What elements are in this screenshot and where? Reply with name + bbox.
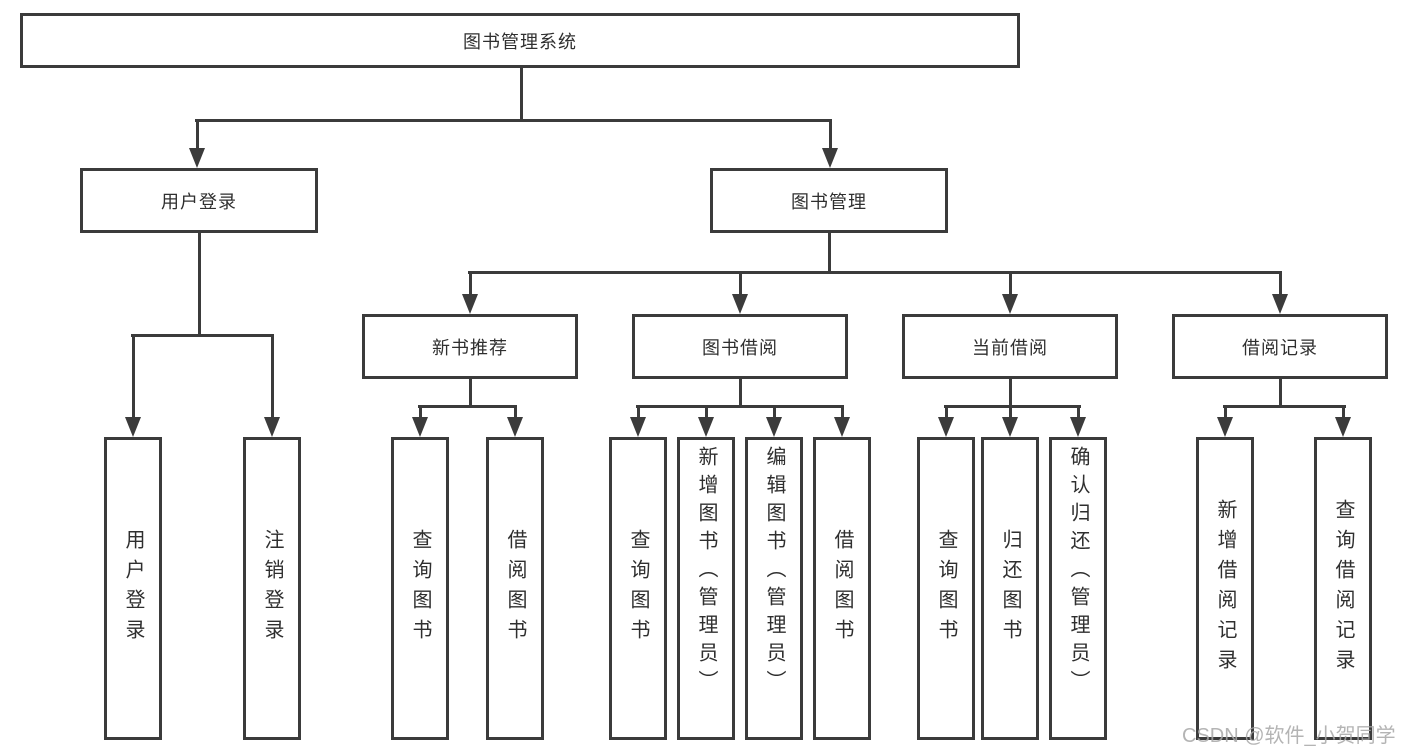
connector-line [132,334,135,422]
node-book-borrowing: 图书借阅 [632,314,848,379]
arrowhead-down [1002,417,1018,437]
node-label: 图书管理系统 [463,31,577,52]
arrowhead-down [507,417,523,437]
connector-line [469,379,472,408]
connector-line [705,405,708,421]
leaf-label: 查询图书 [935,528,957,649]
leaf-label: 确认归还（管理员） [1067,446,1089,698]
leaf-label: 用户登录 [122,528,144,649]
connector-line [739,379,742,408]
connector-line [1077,405,1080,421]
arrowhead-down [412,417,428,437]
arrowhead-down [766,417,782,437]
arrowhead-down [189,148,205,168]
node-user-login: 用户登录 [80,168,318,233]
leaf-label: 查询图书 [409,528,431,649]
connector-line [131,334,274,337]
leaf-edit-books-admin: 编辑图书（管理员） [745,437,803,740]
watermark: CSDN @软件_小贺同学 [1182,725,1396,747]
leaf-logout-login: 注销登录 [243,437,301,740]
arrowhead-down [125,417,141,437]
leaf-label: 借阅图书 [504,528,526,649]
leaf-label: 查询图书 [627,528,649,649]
connector-line [1279,271,1282,299]
connector-line [739,271,742,299]
connector-line [828,233,831,274]
arrowhead-down [1272,294,1288,314]
arrowhead-down [938,417,954,437]
connector-line [1223,405,1346,408]
leaf-label: 新增图书（管理员） [695,446,717,698]
connector-line [1009,405,1012,421]
node-label: 图书借阅 [702,337,778,358]
arrowhead-down [698,417,714,437]
leaf-confirm-return-admin: 确认归还（管理员） [1049,437,1107,740]
connector-line [469,271,472,299]
arrowhead-down [264,417,280,437]
leaf-label: 借阅图书 [831,528,853,649]
leaf-label: 编辑图书（管理员） [763,446,785,698]
leaf-return-books: 归还图书 [981,437,1039,740]
node-label: 图书管理 [791,191,867,212]
leaf-add-borrow-record: 新增借阅记录 [1196,437,1254,740]
connector-line [637,405,640,421]
leaf-user-login: 用户登录 [104,437,162,740]
leaf-query-books-3: 查询图书 [917,437,975,740]
connector-line [1009,271,1012,299]
arrowhead-down [834,417,850,437]
connector-line [195,119,832,122]
connector-line [1224,405,1227,421]
node-label: 当前借阅 [972,337,1048,358]
connector-line [468,271,1282,274]
node-book-management: 图书管理 [710,168,948,233]
connector-line [829,119,832,153]
arrowhead-down [1070,417,1086,437]
node-new-book-recommend: 新书推荐 [362,314,578,379]
node-label: 新书推荐 [432,337,508,358]
connector-line [1279,379,1282,408]
arrowhead-down [822,148,838,168]
leaf-borrow-books-2: 借阅图书 [813,437,871,740]
leaf-label: 新增借阅记录 [1214,498,1236,679]
connector-line [841,405,844,421]
leaf-add-books-admin: 新增图书（管理员） [677,437,735,740]
connector-line [196,119,199,153]
connector-line [773,405,776,421]
connector-line [514,405,517,421]
leaf-label: 查询借阅记录 [1332,498,1354,679]
leaf-query-books-2: 查询图书 [609,437,667,740]
connector-line [636,405,844,408]
connector-line [944,405,1081,408]
connector-line [945,405,948,421]
node-library-management-system: 图书管理系统 [20,13,1020,68]
connector-line [1009,379,1012,408]
arrowhead-down [630,417,646,437]
arrowhead-down [462,294,478,314]
leaf-query-books-1: 查询图书 [391,437,449,740]
leaf-label: 归还图书 [999,528,1021,649]
arrowhead-down [1335,417,1351,437]
leaf-label: 注销登录 [261,528,283,649]
node-current-borrowing: 当前借阅 [902,314,1118,379]
connector-line [198,233,201,336]
connector-line [1342,405,1345,421]
arrowhead-down [1217,417,1233,437]
arrowhead-down [1002,294,1018,314]
connector-line [271,334,274,422]
leaf-query-borrow-record: 查询借阅记录 [1314,437,1372,740]
node-label: 用户登录 [161,191,237,212]
arrowhead-down [732,294,748,314]
leaf-borrow-books-1: 借阅图书 [486,437,544,740]
connector-line [520,68,523,121]
node-label: 借阅记录 [1242,337,1318,358]
node-borrowing-records: 借阅记录 [1172,314,1388,379]
connector-line [418,405,517,408]
connector-line [419,405,422,421]
